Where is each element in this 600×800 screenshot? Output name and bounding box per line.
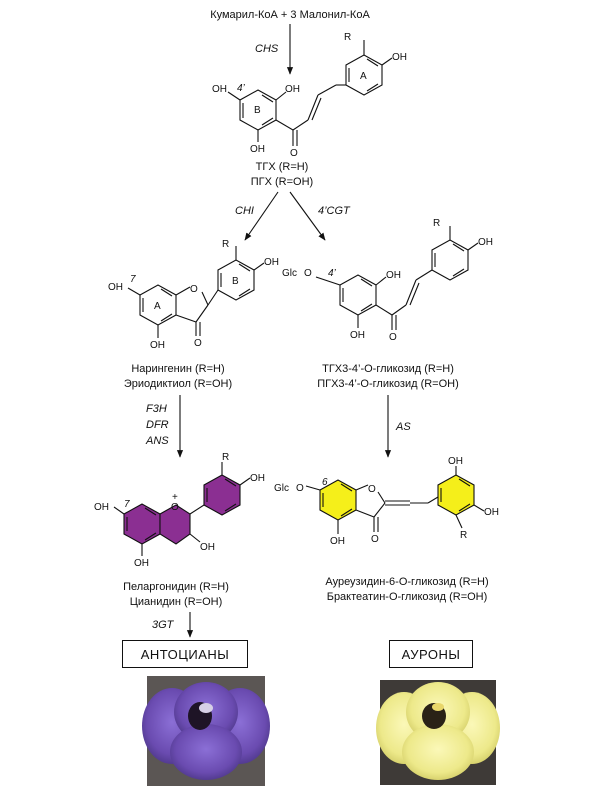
- aurone-oh-bottom: OH: [330, 536, 345, 547]
- flavanone-ring-a: A: [154, 301, 161, 312]
- as-enzyme-label: AS: [395, 421, 411, 433]
- anthocyanidin-oh-b: OH: [250, 473, 265, 484]
- aurone-oh-top: OH: [448, 456, 463, 467]
- chalcone-oh-a: OH: [392, 52, 407, 63]
- aurone-carbonyl-o: O: [371, 534, 379, 545]
- chalcone-oh-b3: OH: [250, 144, 265, 155]
- glucoside-link-o: O: [304, 268, 312, 279]
- glucoside-name-2: ПГХ3-4’-О-гликозид (R=OH): [317, 378, 459, 390]
- glucoside-r-label: R: [433, 218, 440, 229]
- anthocyanidin-pos-7: 7: [124, 499, 130, 510]
- glucoside-pos-4: 4’: [328, 268, 337, 279]
- anthocyanidin-oh-5: OH: [134, 558, 149, 569]
- aurone-pos-6: 6: [322, 477, 328, 488]
- ans-enzyme-label: ANS: [145, 435, 169, 447]
- chalcone-oh-b2: OH: [285, 84, 300, 95]
- chalcone-oh-b1: OH: [212, 84, 227, 95]
- anthocyanin-flower-photo: [142, 676, 270, 786]
- chi-enzyme-label: CHI: [235, 205, 254, 217]
- chalcone-name-1: ТГХ (R=H): [256, 161, 309, 173]
- aurone-oh-right: OH: [484, 507, 499, 518]
- flavanone-structure: [127, 246, 265, 338]
- anthocyanidin-oh-7: OH: [94, 502, 109, 513]
- flavanone-r-label: R: [222, 239, 229, 250]
- anthocyanidin-oh-3: OH: [200, 542, 215, 553]
- chalcone-r-label: R: [344, 32, 351, 43]
- anthocyanidin-r-label: R: [222, 452, 229, 463]
- anthocyanins-class-box: АНТОЦИАНЫ: [122, 640, 248, 668]
- aurone-r-label: R: [460, 530, 467, 541]
- chalcone-ring-b: B: [254, 105, 261, 116]
- aurone-flower-photo: [376, 680, 500, 785]
- flavanone-pos-7: 7: [130, 274, 136, 285]
- chs-enzyme-label: CHS: [255, 43, 279, 55]
- glucoside-oh-1: OH: [386, 270, 401, 281]
- flavanone-carbonyl-o: O: [194, 338, 202, 349]
- gt3-enzyme-label: 3GT: [152, 619, 175, 631]
- chalcone-ring-a: A: [360, 71, 367, 82]
- flavanone-oh-7: OH: [108, 282, 123, 293]
- flavanone-oh-b: OH: [264, 257, 279, 268]
- aurone-glc: Glc: [274, 483, 289, 494]
- glucoside-oh-2: OH: [350, 330, 365, 341]
- cgt-enzyme-label: 4’CGT: [318, 205, 351, 217]
- cgt-arrow: [289, 191, 326, 241]
- aurone-name-2: Брактеатин-О-гликозид (R=OH): [327, 591, 488, 603]
- flavanone-name-1: Нарингенин (R=H): [131, 363, 224, 375]
- glucoside-glc: Glc: [282, 268, 297, 279]
- flavanone-name-2: Эриодиктиол (R=OH): [124, 378, 232, 390]
- chi-arrow: [244, 191, 279, 241]
- chalcone-carbonyl-o: O: [290, 148, 298, 159]
- anthocyanidin-name-1: Пеларгонидин (R=H): [123, 581, 229, 593]
- dfr-enzyme-label: DFR: [146, 419, 169, 431]
- glucoside-carbonyl-o: O: [389, 332, 397, 343]
- aurone-structure: [305, 466, 485, 534]
- chalcone-pos-4: 4’: [237, 83, 246, 94]
- chalcone-name-2: ПГХ (R=OH): [251, 176, 313, 188]
- chalcone-structure: [227, 40, 393, 146]
- substrates-label: Кумарил-КоА + 3 Малонил-КоА: [210, 9, 370, 21]
- aurone-link-o: O: [296, 483, 304, 494]
- anthocyanidin-ring-o: O: [171, 502, 179, 513]
- anthocyanidin-plus: +: [172, 492, 178, 503]
- glucoside-name-1: ТГХ3-4’-О-гликозид (R=H): [322, 363, 454, 375]
- aurones-class-box: АУРОНЫ: [389, 640, 473, 668]
- flavanone-ring-b: B: [232, 276, 239, 287]
- glucoside-oh-a: OH: [478, 237, 493, 248]
- flavanone-ring-o: O: [190, 284, 198, 295]
- glucoside-structure: [315, 226, 479, 330]
- anthocyanidin-name-2: Цианидин (R=OH): [130, 596, 223, 608]
- aurone-ring-o: O: [368, 484, 376, 495]
- aurone-name-1: Ауреузидин-6-О-гликозид (R=H): [325, 576, 488, 588]
- anthocyanidin-structure: [113, 462, 251, 556]
- f3h-enzyme-label: F3H: [146, 403, 167, 415]
- flavanone-oh-5: OH: [150, 340, 165, 351]
